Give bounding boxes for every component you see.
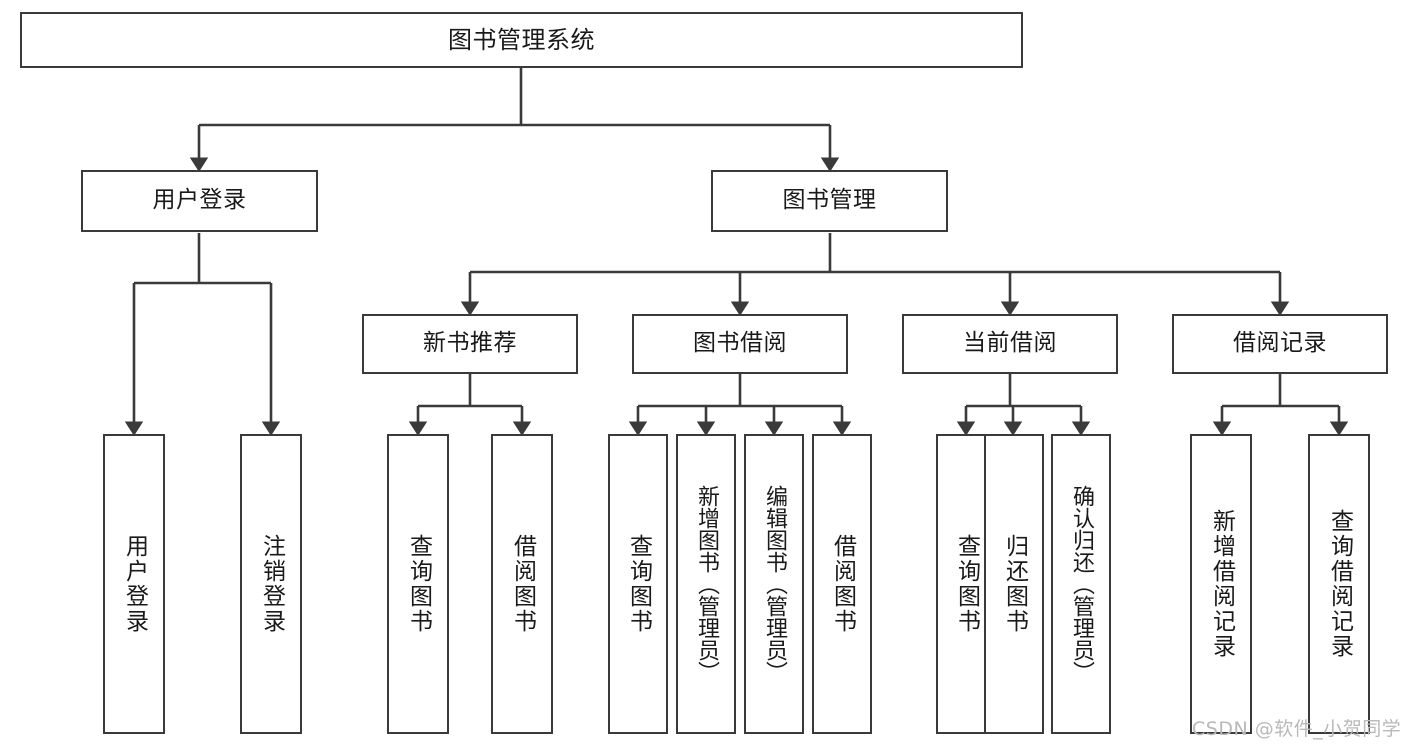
node-leaf-borrow-record-1[interactable]: 查询借阅记录 bbox=[1308, 434, 1370, 734]
node-leaf-label: 归还图书 bbox=[1001, 534, 1028, 634]
node-leaf-book-borrow-3[interactable]: 借阅图书 bbox=[812, 434, 872, 734]
node-leaf-label: 查询图书 bbox=[625, 534, 652, 634]
node-leaf-new-book-0[interactable]: 查询图书 bbox=[387, 434, 449, 734]
node-leaf-label: 新增图书（管理员） bbox=[694, 485, 719, 683]
node-book-borrow-label: 图书借阅 bbox=[693, 330, 787, 357]
node-leaf-borrow-record-0[interactable]: 新增借阅记录 bbox=[1190, 434, 1252, 734]
node-leaf-user-login-0[interactable]: 用户登录 bbox=[103, 434, 165, 734]
node-leaf-label: 查询图书 bbox=[953, 534, 980, 634]
node-root[interactable]: 图书管理系统 bbox=[20, 12, 1023, 68]
csdn-watermark: CSDN @软件_小贺同学 bbox=[1192, 718, 1402, 740]
node-book-borrow[interactable]: 图书借阅 bbox=[632, 314, 848, 374]
node-new-book-recommend-label: 新书推荐 bbox=[423, 330, 517, 357]
node-borrow-record-label: 借阅记录 bbox=[1233, 330, 1327, 357]
node-leaf-user-login-1[interactable]: 注销登录 bbox=[240, 434, 302, 734]
node-book-management-label: 图书管理 bbox=[782, 187, 877, 214]
node-leaf-label: 注销登录 bbox=[258, 534, 285, 634]
node-leaf-book-borrow-1[interactable]: 新增图书（管理员） bbox=[676, 434, 736, 734]
node-leaf-label: 查询图书 bbox=[405, 534, 432, 634]
node-borrow-record[interactable]: 借阅记录 bbox=[1172, 314, 1388, 374]
node-leaf-book-borrow-0[interactable]: 查询图书 bbox=[608, 434, 668, 734]
node-leaf-current-borrow-1[interactable]: 归还图书 bbox=[984, 434, 1044, 734]
node-leaf-current-borrow-2[interactable]: 确认归还（管理员） bbox=[1051, 434, 1111, 734]
node-leaf-label: 用户登录 bbox=[121, 534, 148, 634]
node-leaf-new-book-1[interactable]: 借阅图书 bbox=[491, 434, 553, 734]
node-new-book-recommend[interactable]: 新书推荐 bbox=[362, 314, 578, 374]
node-leaf-label: 新增借阅记录 bbox=[1208, 509, 1235, 659]
node-user-login-label: 用户登录 bbox=[152, 187, 247, 214]
node-leaf-label: 借阅图书 bbox=[829, 534, 856, 634]
node-current-borrow[interactable]: 当前借阅 bbox=[902, 314, 1118, 374]
node-leaf-label: 借阅图书 bbox=[509, 534, 536, 634]
node-leaf-book-borrow-2[interactable]: 编辑图书（管理员） bbox=[744, 434, 804, 734]
node-leaf-label: 编辑图书（管理员） bbox=[762, 485, 787, 683]
node-current-borrow-label: 当前借阅 bbox=[963, 330, 1057, 357]
node-leaf-label: 查询借阅记录 bbox=[1326, 509, 1353, 659]
node-book-management[interactable]: 图书管理 bbox=[711, 170, 948, 232]
node-root-label: 图书管理系统 bbox=[448, 25, 595, 54]
node-leaf-label: 确认归还（管理员） bbox=[1069, 485, 1094, 683]
node-user-login[interactable]: 用户登录 bbox=[81, 170, 318, 232]
